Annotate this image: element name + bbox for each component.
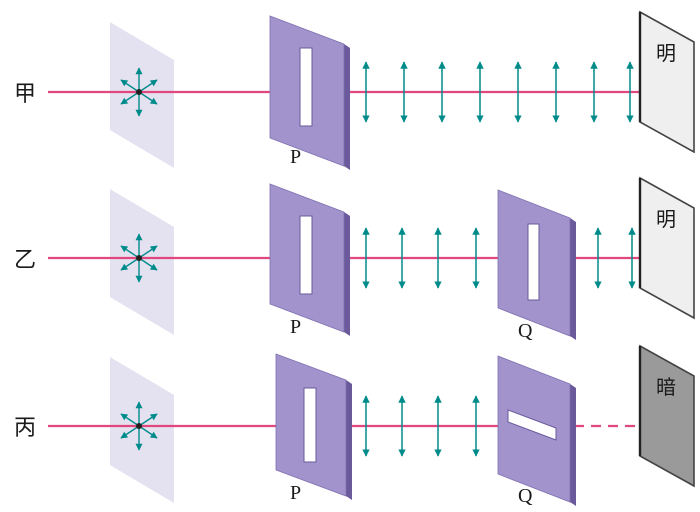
row-bing: 丙 P xyxy=(14,344,695,507)
polarizer-label-q: Q xyxy=(518,320,533,342)
row-label-bing: 丙 xyxy=(14,416,36,441)
light-source-dot xyxy=(136,423,142,429)
light-source-dot xyxy=(136,255,142,261)
polarizer-label-p: P xyxy=(290,316,301,338)
polarizer-p xyxy=(275,353,352,500)
unpolarized-light-symbol xyxy=(120,401,158,451)
unpolarized-light-symbol xyxy=(120,67,158,117)
polarized-vibration-arrows xyxy=(362,395,480,457)
polarizer-p xyxy=(269,15,350,170)
source-plate xyxy=(110,189,174,335)
polarizer-p xyxy=(269,183,350,336)
screen-text: 明 xyxy=(656,207,676,231)
row-jia: 甲 P xyxy=(14,10,695,170)
polarized-vibration-arrows xyxy=(362,61,634,123)
polarizer-label-q: Q xyxy=(518,485,533,507)
polarizer-q xyxy=(497,355,576,506)
light-source-dot xyxy=(136,89,142,95)
screen-text: 明 xyxy=(656,41,676,65)
polarizer-q xyxy=(497,189,576,340)
row-label-jia: 甲 xyxy=(14,82,36,107)
row-yi: 乙 P xyxy=(14,176,695,342)
polarizer-label-p: P xyxy=(290,482,301,504)
polarizer-label-p: P xyxy=(290,146,301,168)
screen-text: 暗 xyxy=(656,375,676,399)
unpolarized-light-symbol xyxy=(120,233,158,283)
screen-dark xyxy=(638,344,695,488)
polarized-vibration-arrows xyxy=(594,227,636,289)
source-plate xyxy=(110,22,174,168)
source-plate xyxy=(110,357,174,503)
polarized-vibration-arrows xyxy=(362,227,480,289)
row-label-yi: 乙 xyxy=(14,248,36,273)
screen-bright xyxy=(638,10,695,154)
screen-bright xyxy=(638,176,695,320)
